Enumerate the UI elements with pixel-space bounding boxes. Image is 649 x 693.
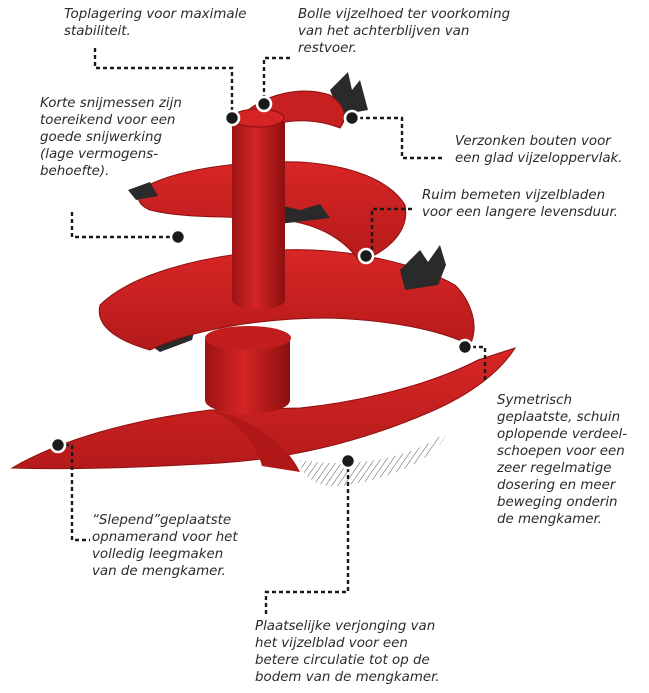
dot-short-knives (171, 230, 185, 244)
dot-wide-flights (359, 249, 373, 263)
leader-short-knives (72, 212, 178, 237)
main-shaft (232, 118, 285, 309)
lower-collar-top (205, 326, 291, 350)
dot-local-taper (341, 454, 355, 468)
callout-convex-hood: Bolle vijzelhoed ter voorkoming van het … (298, 6, 510, 57)
dot-distribution-blades (458, 340, 472, 354)
dot-countersunk-bolts (345, 111, 359, 125)
callout-trailing-edge: “Slepend”geplaatste opnamerand voor het … (92, 512, 238, 580)
callout-countersunk-bolts: Verzonken bouten voor een glad vijzelopp… (455, 133, 623, 167)
dot-trailing-edge (51, 438, 65, 452)
callout-top-bearing: Toplagering voor maximale stabiliteit. (64, 6, 247, 40)
callout-short-knives: Korte snijmessen zijn toereikend voor ee… (40, 95, 182, 180)
callout-distribution-blades: Symetrisch geplaatste, schuin oplopende … (497, 392, 627, 528)
leader-countersunk-bolts (352, 118, 442, 158)
dot-convex-hood (257, 97, 271, 111)
callout-wide-flights: Ruim bemeten vijzelbladen voor een lange… (422, 187, 618, 221)
callout-local-taper: Plaatselijke verjonging van het vijzelbl… (255, 618, 440, 686)
dot-top-bearing (225, 111, 239, 125)
